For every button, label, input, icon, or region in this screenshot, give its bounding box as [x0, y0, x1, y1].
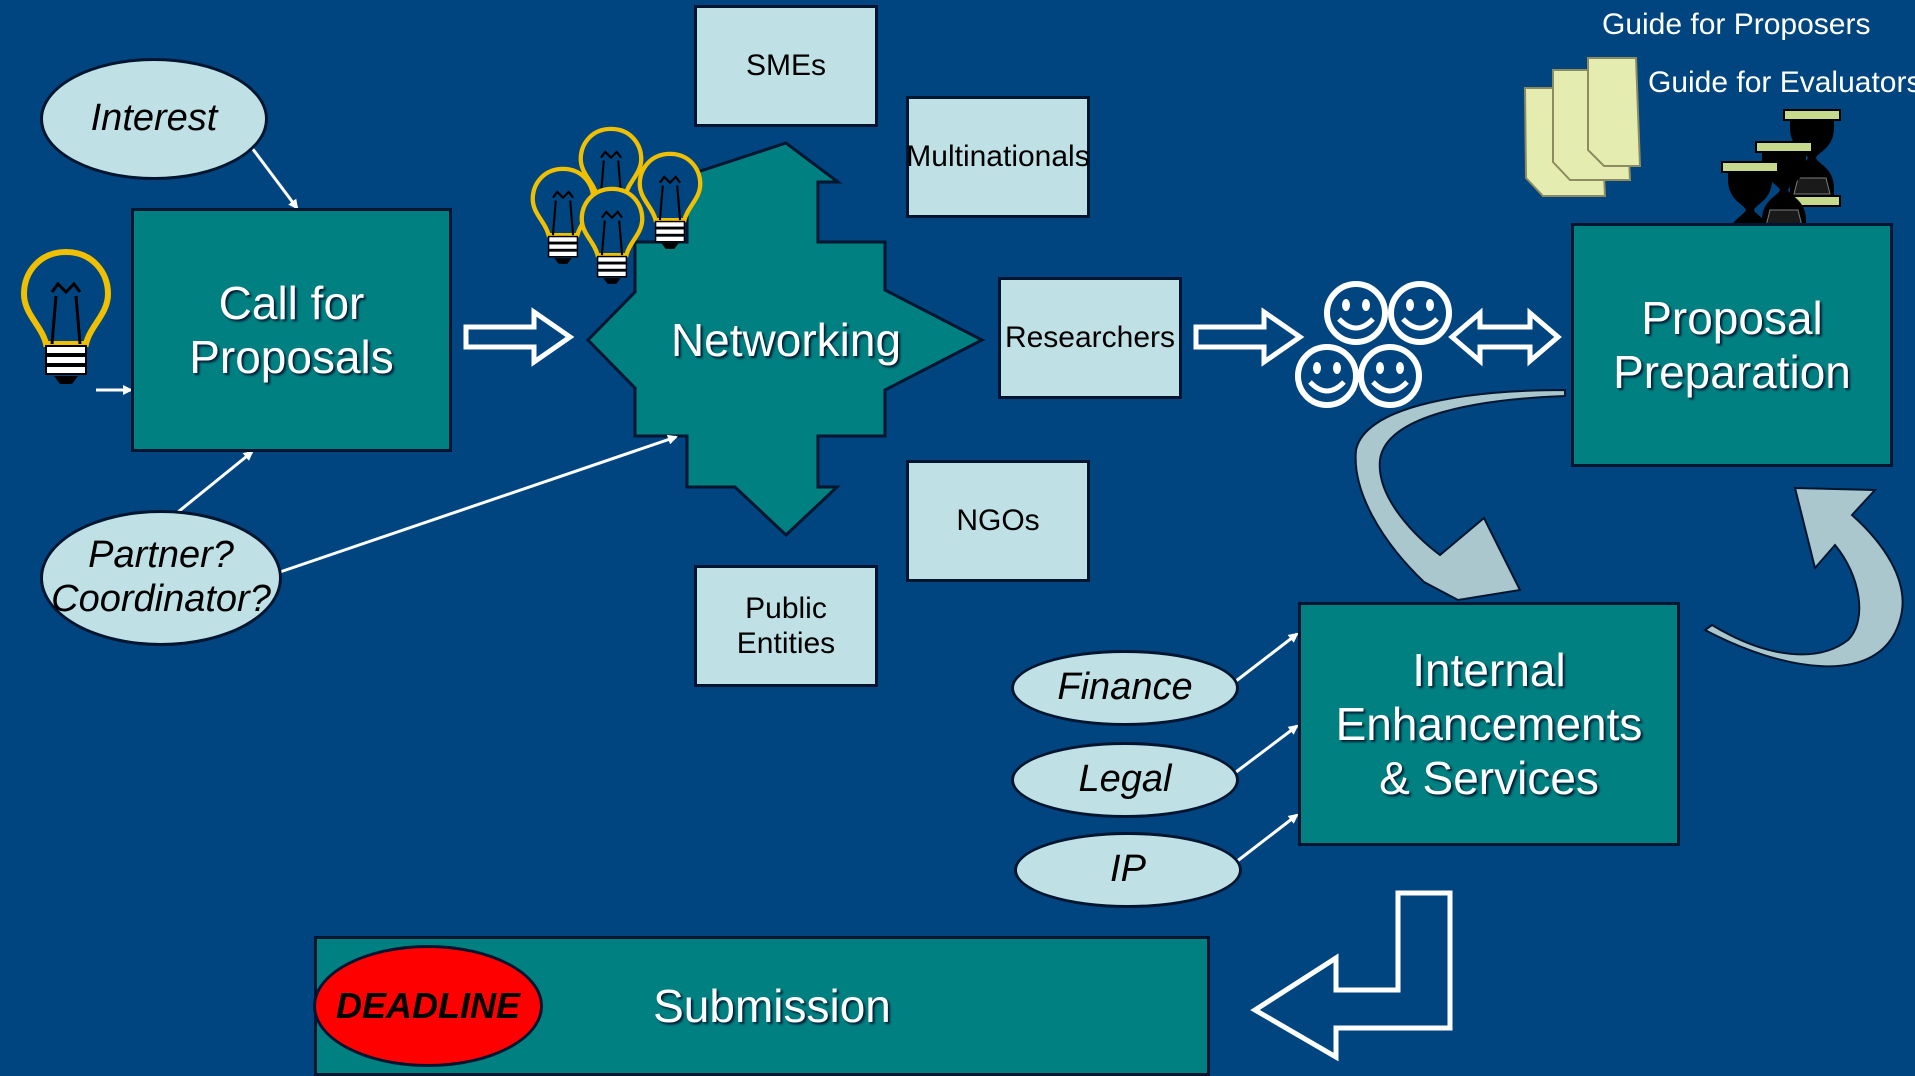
document-stack-icon: [1523, 57, 1642, 197]
guide-for-evaluators-label: Guide for Evaluators: [1648, 66, 1915, 99]
call-for-proposals-box: Call for Proposals: [131, 208, 452, 452]
ip-ellipse: IP: [1014, 832, 1242, 908]
smiley-group-icon: [1298, 284, 1449, 405]
multinationals-box: Multinationals: [906, 96, 1090, 218]
partner-coordinator-ellipse: Partner? Coordinator?: [40, 510, 282, 646]
multinationals-label: Multinationals: [906, 140, 1090, 174]
double-arrow-team-proposal: [1448, 307, 1562, 367]
legal-label: Legal: [1078, 758, 1172, 801]
interest-label: Interest: [90, 97, 218, 140]
call-for-proposals-label: Call for Proposals: [189, 276, 394, 383]
internal-enhancements-label: Internal Enhancements & Services: [1335, 643, 1643, 805]
researchers-label: Researchers: [1004, 321, 1176, 355]
finance-label: Finance: [1057, 666, 1193, 709]
finance-ellipse: Finance: [1011, 650, 1239, 726]
researchers-box: Researchers: [998, 277, 1182, 399]
internal-enhancements-box: Internal Enhancements & Services: [1298, 602, 1680, 846]
legal-ellipse: Legal: [1011, 742, 1239, 818]
smes-box: SMEs: [694, 5, 878, 127]
partner-coordinator-label: Partner? Coordinator?: [51, 534, 271, 620]
smes-label: SMEs: [745, 49, 826, 83]
deadline-label: DEADLINE: [335, 985, 520, 1027]
connector-interest-call: [250, 147, 299, 210]
proposal-preparation-label: Proposal Preparation: [1613, 291, 1851, 398]
ngos-label: NGOs: [956, 504, 1040, 538]
ngos-box: NGOs: [906, 460, 1090, 582]
connector-finance: [1235, 632, 1299, 683]
deadline-ellipse: DEADLINE: [313, 945, 543, 1067]
interest-ellipse: Interest: [40, 58, 268, 180]
networking-cross-arrow: [585, 141, 986, 538]
curved-arrow-to-internal: [1354, 388, 1566, 602]
lightbulb-icon: [24, 252, 108, 384]
ip-label: IP: [1110, 848, 1146, 891]
hollow-arrow-to-submission: [1250, 890, 1453, 1062]
connector-partner-call: [177, 450, 254, 514]
connector-legal: [1235, 724, 1299, 774]
hollow-arrow-researchers-to-team: [1193, 307, 1305, 367]
proposal-preparation-box: Proposal Preparation: [1571, 223, 1893, 467]
hollow-arrow-call-to-networking: [463, 307, 575, 367]
curved-arrow-to-proposal: [1703, 486, 1904, 668]
submission-label: Submission: [653, 979, 891, 1032]
networking-label-box: Networking: [640, 305, 932, 375]
connector-partner-networking: [279, 434, 678, 574]
public-entities-box: Public Entities: [694, 565, 878, 687]
public-entities-label: Public Entities: [736, 591, 836, 660]
networking-label: Networking: [670, 313, 902, 366]
guide-for-proposers-label: Guide for Proposers: [1602, 8, 1871, 41]
connector-ip: [1235, 813, 1299, 864]
